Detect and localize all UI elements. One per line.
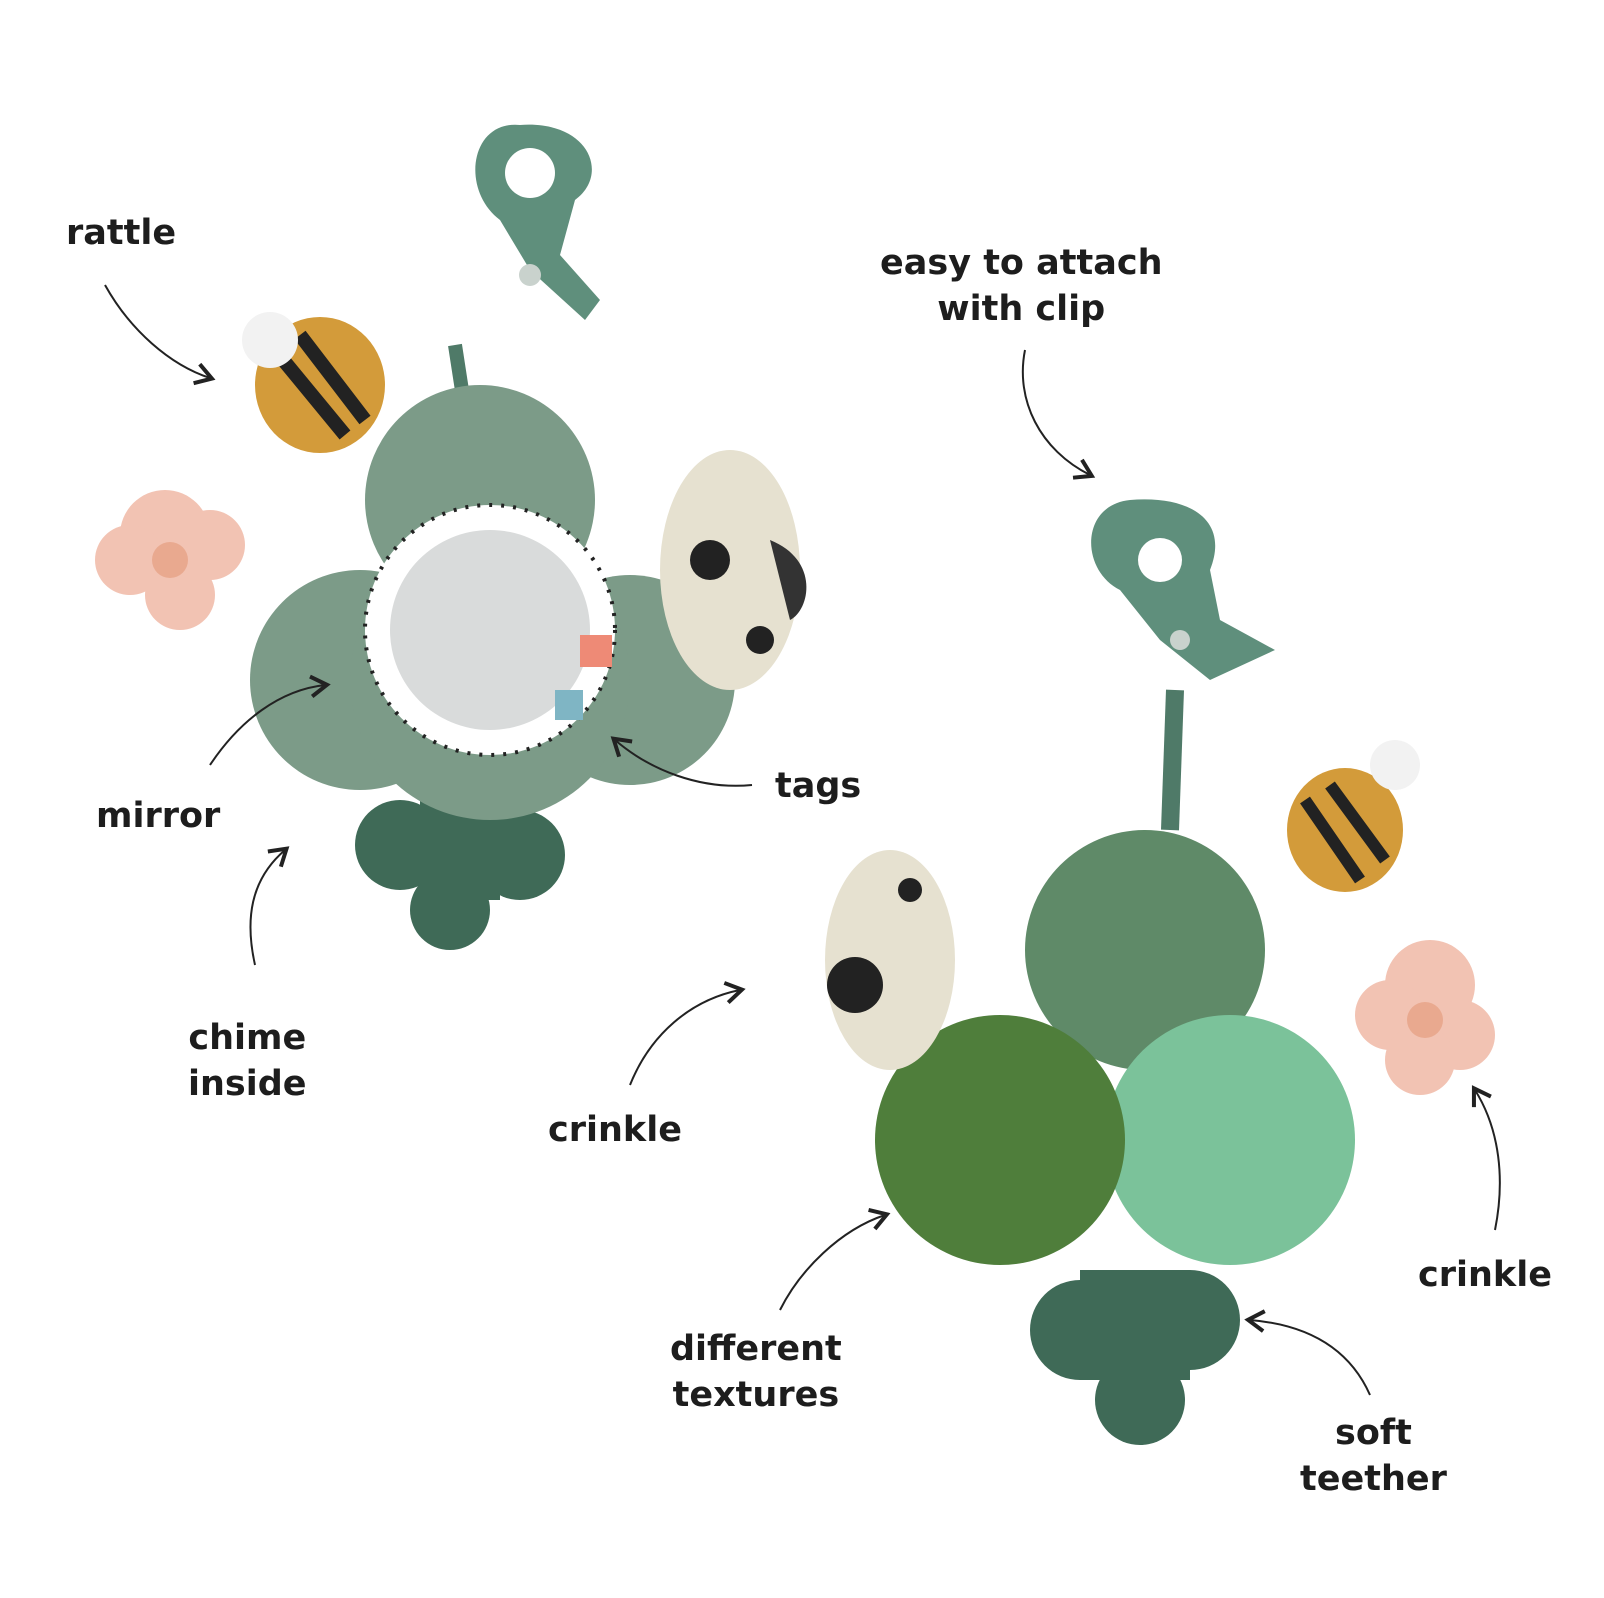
arrow-icon: [629, 981, 746, 1086]
chenille-lobe-icon: [875, 1015, 1125, 1265]
flower-icon: [95, 490, 245, 630]
label-crinkle-left: crinkle: [548, 1110, 682, 1150]
arrow-icon: [249, 846, 290, 966]
label-clip: easy to attach with clip: [880, 240, 1163, 332]
arrow-icon: [610, 736, 753, 787]
label-clip-line2: with clip: [937, 289, 1106, 329]
arrow-icon: [779, 1208, 891, 1311]
teether-icon: [355, 800, 565, 950]
label-rattle: rattle: [66, 213, 177, 253]
label-chime: chime inside: [188, 1015, 307, 1107]
label-chime-line1: chime: [188, 1018, 307, 1058]
label-textures-line2: textures: [672, 1375, 840, 1415]
arrow-icon: [104, 284, 216, 386]
clip-icon: [475, 124, 600, 320]
label-teether-line2: teether: [1300, 1459, 1447, 1499]
annotation-arrows: [104, 284, 1501, 1396]
cow-icon: [660, 450, 807, 690]
label-clip-line1: easy to attach: [880, 243, 1163, 283]
arrow-icon: [1471, 1085, 1501, 1231]
arrow-icon: [1244, 1309, 1371, 1396]
toy-back-view: [825, 499, 1495, 1445]
mirror-icon: [363, 503, 617, 757]
tag-icon: [580, 635, 612, 667]
flower-icon: [1355, 940, 1495, 1095]
corduroy-lobe-icon: [1105, 1015, 1355, 1265]
cow-icon: [825, 850, 955, 1070]
arrow-icon: [1021, 349, 1096, 480]
tag-icon: [555, 690, 583, 720]
label-textures: different textures: [670, 1326, 842, 1418]
toy-front-view: [95, 124, 807, 950]
teether-icon: [1030, 1270, 1240, 1445]
label-tags: tags: [775, 766, 862, 806]
label-mirror: mirror: [96, 796, 221, 836]
label-teether: soft teether: [1300, 1410, 1447, 1502]
label-teether-line1: soft: [1335, 1413, 1412, 1453]
bee-icon: [1287, 740, 1420, 892]
bee-icon: [242, 312, 385, 453]
label-chime-line2: inside: [188, 1064, 307, 1104]
label-textures-line1: different: [670, 1329, 842, 1369]
plush-lobe-icon: [1025, 830, 1265, 1070]
label-crinkle-right: crinkle: [1418, 1255, 1552, 1295]
clip-icon: [1091, 499, 1275, 680]
arrow-icon: [209, 674, 331, 766]
